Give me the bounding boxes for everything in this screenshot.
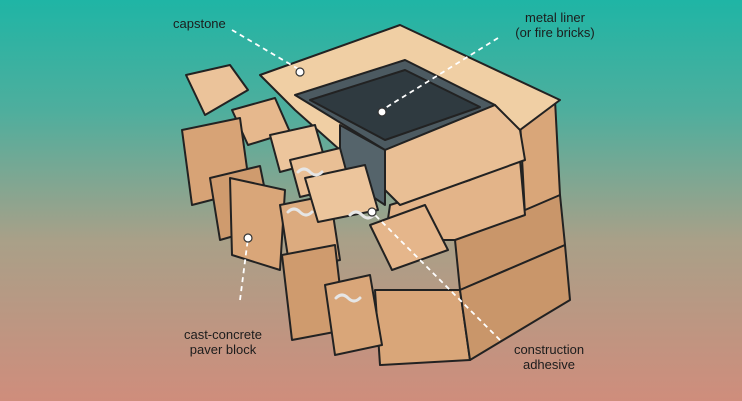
capstone-marker (295, 67, 305, 77)
paver-label: cast-concrete paver block (168, 327, 278, 357)
metal-liner-label: metal liner (or fire bricks) (500, 10, 610, 40)
adhesive-label: construction adhesive (494, 342, 604, 372)
adhesive-bead-1 (296, 167, 324, 177)
adhesive-marker (367, 207, 377, 217)
mid-block-3 (304, 164, 379, 223)
adhesive-bead-3 (348, 210, 376, 220)
paver-label-line1: cast-concrete (183, 327, 263, 342)
paver-marker (243, 233, 253, 243)
liner-marker (377, 107, 387, 117)
adhesive-label-line2: adhesive (522, 357, 576, 372)
adhesive-label-line1: construction (513, 342, 585, 357)
adhesive-leader (371, 211, 501, 341)
paver-label-line2: paver block (189, 342, 257, 357)
capstone-label: capstone (173, 16, 226, 31)
liner-inner (309, 69, 481, 141)
paver-leader (239, 237, 249, 301)
adhesive-bead-2 (286, 207, 314, 217)
paver-block (229, 177, 286, 271)
capstone-leader (231, 29, 301, 71)
front-capstone (384, 104, 526, 206)
front-loose-block (369, 204, 449, 271)
front-lower-right (459, 244, 571, 361)
front-lower-course (374, 289, 471, 366)
metal-liner-label-line1: metal liner (525, 10, 585, 25)
metal-liner-label-line2: (or fire bricks) (515, 25, 595, 40)
adhesive-bead-4 (334, 293, 362, 303)
loose-capstone-1 (185, 64, 249, 116)
liner-leader (381, 37, 499, 111)
